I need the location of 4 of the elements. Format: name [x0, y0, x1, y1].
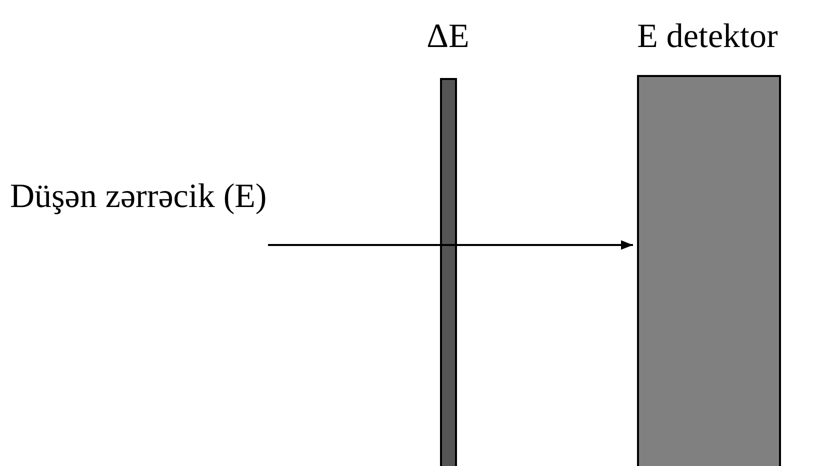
arrow	[448, 240, 633, 250]
particle-label: Düşən zərrəcik (E)	[10, 180, 267, 214]
detector-label: E detektor	[636, 20, 779, 54]
detector-label: ΔE	[426, 20, 470, 54]
